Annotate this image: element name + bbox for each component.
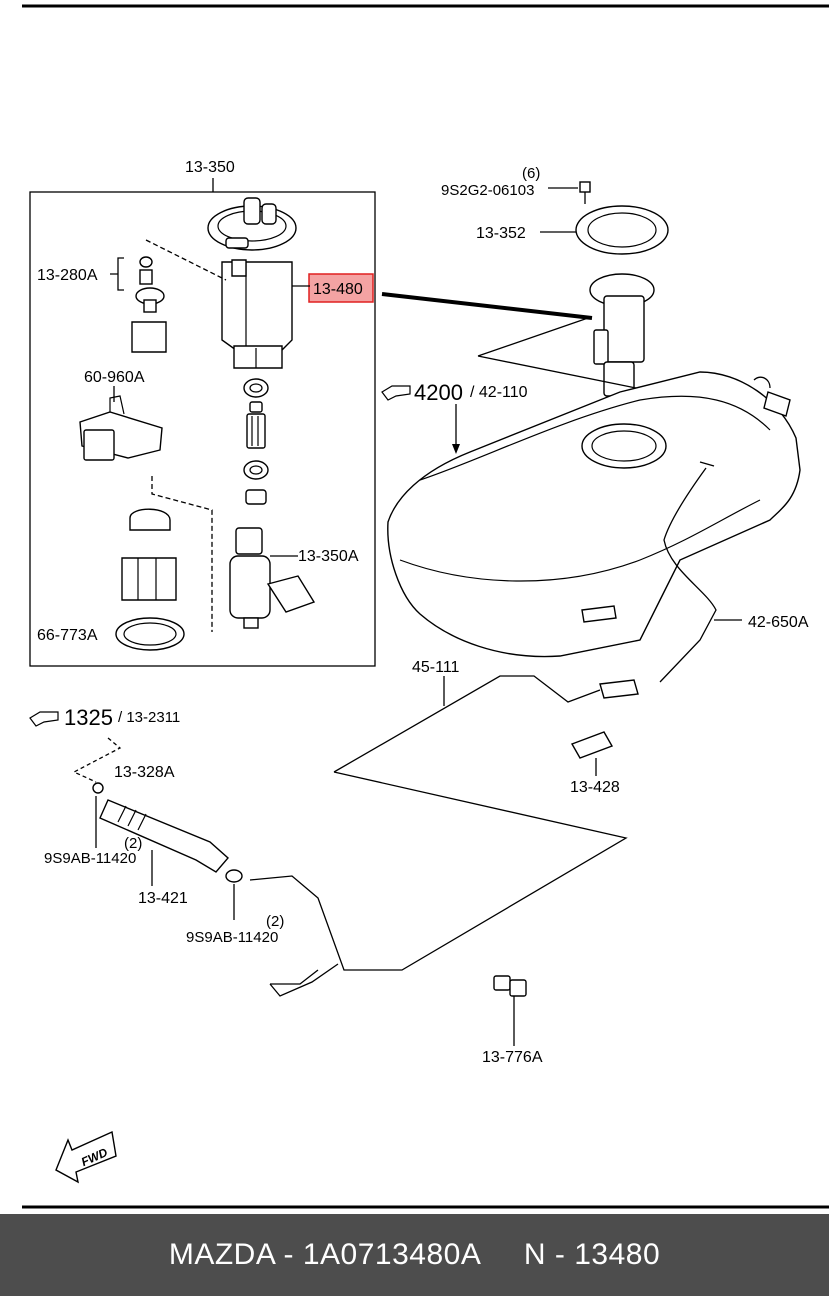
label-1325: 1325 bbox=[64, 705, 113, 730]
fuel-pump-assembly-drawing bbox=[79, 197, 316, 651]
footer-bar: MAZDA - 1A0713480A N - 13480 bbox=[0, 1214, 829, 1296]
label-13-280a: 13-280A bbox=[37, 267, 98, 284]
label-45-111: 45-111 bbox=[412, 659, 460, 676]
label-13-428: 13-428 bbox=[570, 779, 620, 796]
label-13-352: 13-352 bbox=[476, 225, 526, 242]
fwd-arrow-icon: FWD bbox=[55, 1130, 117, 1184]
label-42-650a: 42-650A bbox=[748, 614, 809, 631]
pointing-hand-icon bbox=[381, 385, 411, 401]
highlight-box bbox=[308, 273, 374, 303]
label-qty-6: (6) bbox=[522, 165, 540, 182]
label-60-960a: 60-960A bbox=[84, 369, 145, 386]
label-9s9ab-11420-a: 9S9AB-11420 bbox=[44, 850, 136, 867]
label-13-350a: 13-350A bbox=[298, 548, 359, 565]
pointing-hand-icon bbox=[29, 711, 59, 727]
fuel-lines-drawing bbox=[72, 675, 628, 1046]
label-13-350: 13-350 bbox=[185, 159, 235, 176]
label-13-2311: / 13-2311 bbox=[118, 709, 180, 726]
label-13-480: 13-480 bbox=[313, 281, 363, 298]
label-9s2g2-06103: 9S2G2-06103 bbox=[441, 182, 534, 199]
label-9s9ab-11420-b: 9S9AB-11420 bbox=[186, 929, 278, 946]
highlight-pointer bbox=[381, 292, 593, 320]
label-13-421: 13-421 bbox=[138, 890, 188, 907]
label-42-110: / 42-110 bbox=[470, 384, 528, 401]
assembly-box bbox=[29, 191, 376, 667]
label-4200: 4200 bbox=[414, 380, 463, 405]
label-qty-2-a: (2) bbox=[124, 835, 142, 852]
label-13-328a: 13-328A bbox=[114, 764, 175, 781]
label-qty-2-b: (2) bbox=[266, 913, 284, 930]
label-13-776a: 13-776A bbox=[482, 1049, 543, 1066]
label-66-773a: 66-773A bbox=[37, 627, 98, 644]
fuel-tank-drawing bbox=[381, 181, 801, 699]
footer-part-number: MAZDA - 1A0713480A N - 13480 bbox=[168, 1238, 661, 1271]
